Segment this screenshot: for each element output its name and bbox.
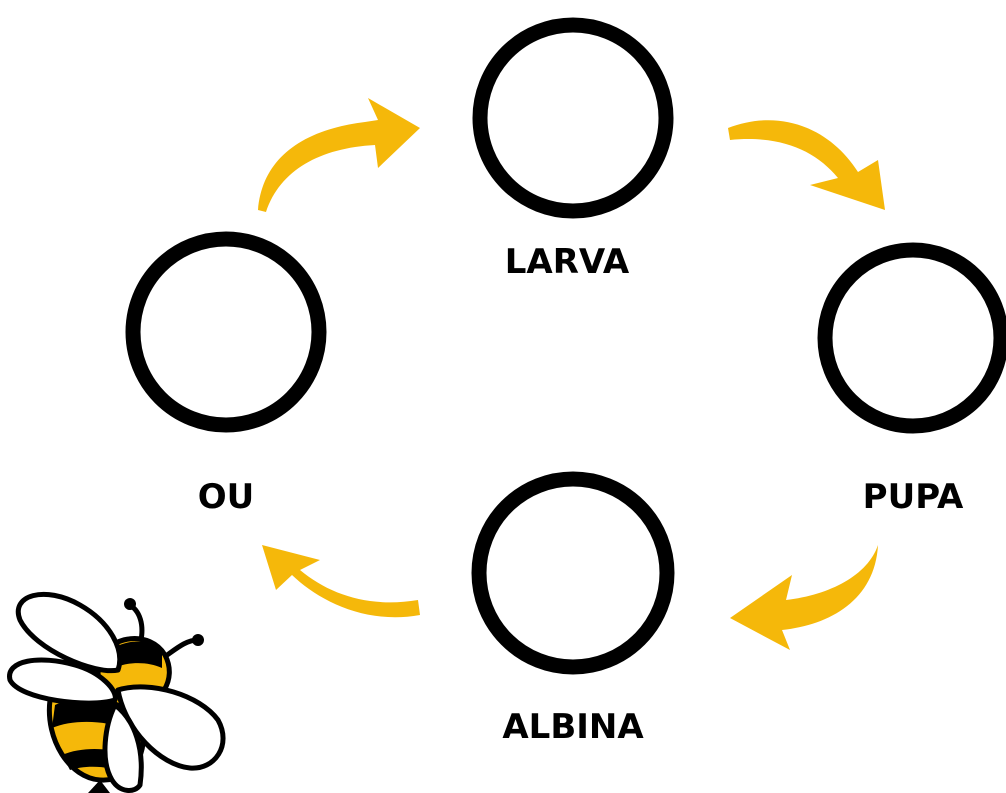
bee-icon [7,591,226,793]
arrow-pupa-to-albina [730,545,878,650]
pupa-label: PUPA [863,477,964,517]
arrow-albina-to-ou [262,545,420,618]
albina-circle [471,471,675,675]
larva-label: LARVA [505,242,630,282]
albina-label: ALBINA [502,707,644,747]
larva-circle [472,17,674,219]
arrow-larva-to-pupa [728,120,885,210]
pupa-circle [817,242,1006,434]
ou-circle [125,231,327,433]
arrow-ou-to-larva [258,98,420,212]
ou-label: OU [198,477,255,517]
